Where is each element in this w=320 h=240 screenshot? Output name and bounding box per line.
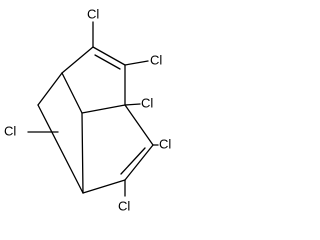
atom-label-cl-bottom: Cl <box>118 198 130 213</box>
molecule-structure-diagram: Cl Cl Cl Cl Cl Cl <box>4 6 171 213</box>
atom-label-cl-center-right: Cl <box>141 95 153 110</box>
bond-ctop-cinner <box>61 72 83 114</box>
bond-cbridge-c5 <box>124 104 154 146</box>
bond-c6-cbottom <box>82 179 126 194</box>
bond-to-cl-right-upper <box>124 60 149 66</box>
bond-to-cl-center-right <box>124 103 141 106</box>
atom-label-cl-right-upper: Cl <box>150 52 162 67</box>
atom-labels: Cl Cl Cl Cl Cl Cl <box>4 6 171 213</box>
bond-cinner-cbridge <box>81 104 126 114</box>
bond-ctop-cleft <box>37 72 63 106</box>
bond-c2-c3-double <box>94 54 121 70</box>
bond-c5-c6-double <box>120 147 146 175</box>
bond-cleft-cbottom <box>37 104 84 194</box>
atom-label-cl-top: Cl <box>87 6 99 21</box>
atom-label-cl-right-lower: Cl <box>159 136 171 151</box>
atom-label-cl-left: Cl <box>4 123 16 138</box>
bond-ctop-c2 <box>61 46 94 74</box>
bond-c5-c6 <box>124 144 154 181</box>
bond-c2-c3 <box>92 46 126 66</box>
bond-cinner-cbottom <box>81 112 84 194</box>
bond-lines <box>27 21 159 197</box>
